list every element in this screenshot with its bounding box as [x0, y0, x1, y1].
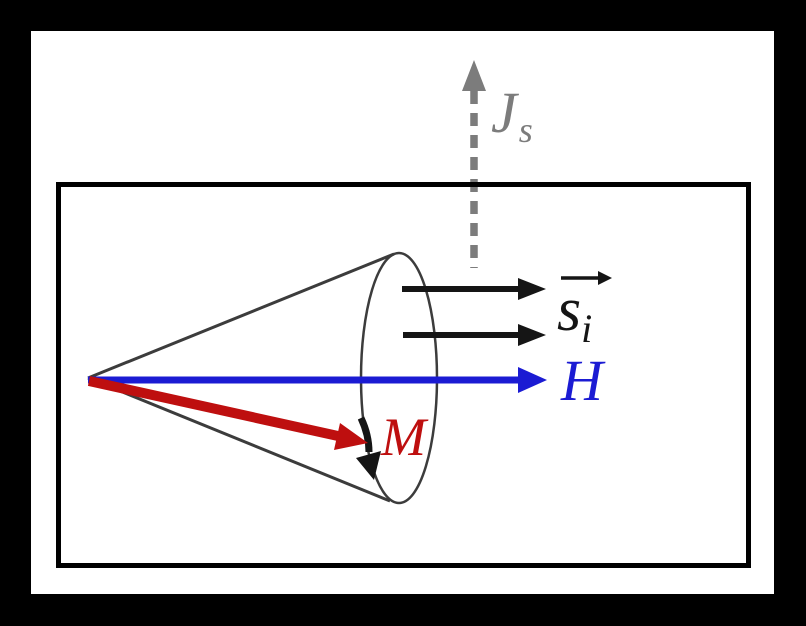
vector-overbar-icon: [561, 271, 612, 285]
cone-lower-edge: [87, 376, 391, 503]
canvas-panel: [31, 31, 774, 594]
spin-current-label: Js: [491, 84, 533, 149]
cone-upper-edge: [87, 252, 395, 380]
magnetization-label: M: [381, 407, 426, 467]
field-label: H: [561, 348, 603, 413]
spin-current-arrowhead-icon: [462, 60, 486, 91]
spin-current-label-symbol: J: [491, 80, 518, 145]
spin-label: si: [557, 270, 612, 349]
precession-direction-arrow: [356, 416, 381, 480]
spin-current-label-subscript: s: [518, 110, 533, 150]
spin-arrows: [402, 278, 546, 346]
spin-arrow-1-head-icon: [518, 278, 546, 300]
spin-label-subscript: i: [581, 306, 593, 351]
field-arrow: [88, 367, 547, 393]
spin-label-symbol: s: [557, 276, 582, 344]
precession-direction-arrowhead-icon: [356, 451, 381, 480]
magnetization-arrow-shaft: [87, 376, 340, 441]
sample-box: [56, 182, 751, 568]
spin-current-arrow: [462, 60, 486, 268]
spin-arrow-2-head-icon: [518, 324, 546, 346]
field-arrowhead-icon: [518, 367, 547, 393]
magnetization-arrow: [87, 376, 368, 450]
magnetization-arrowhead-icon: [334, 423, 368, 450]
precession-direction-stem: [357, 416, 373, 453]
